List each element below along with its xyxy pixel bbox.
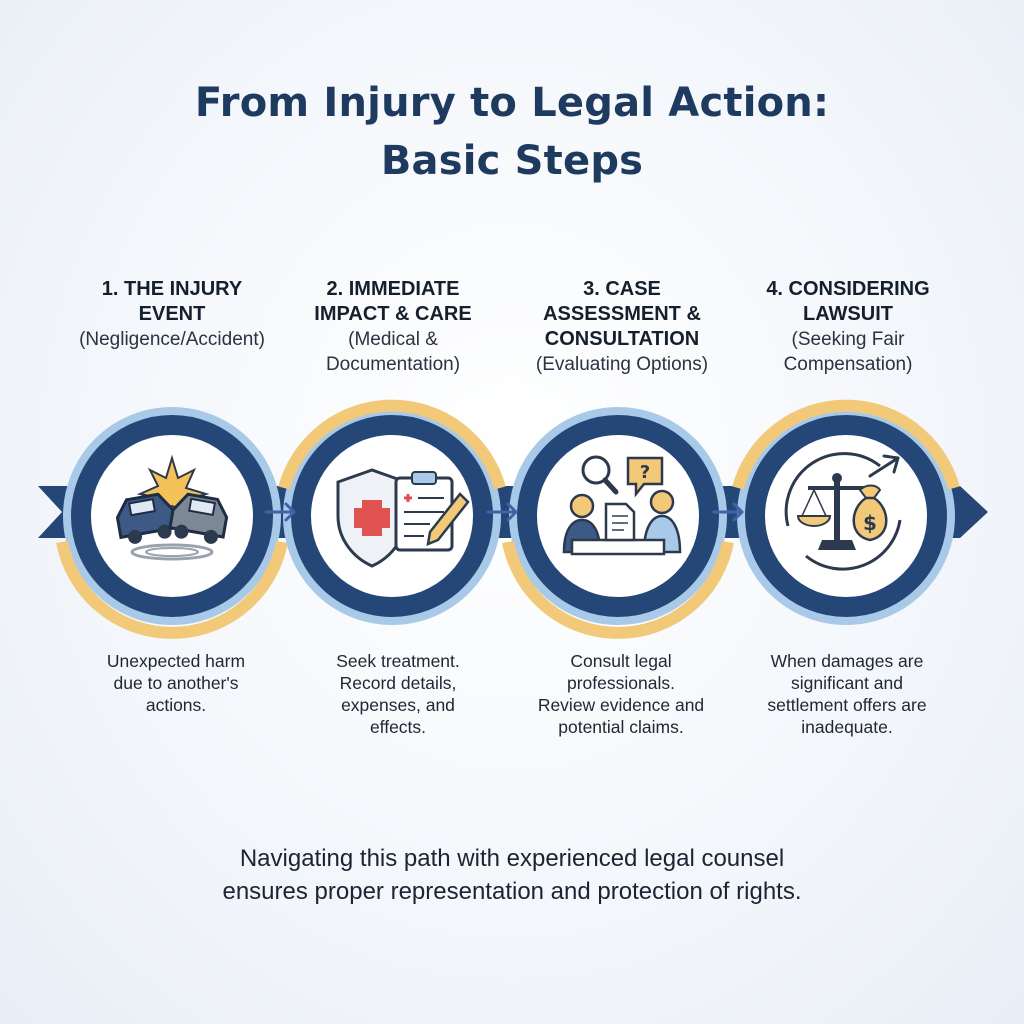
title-line-1: From Injury to Legal Action: — [194, 80, 830, 126]
step-1-description-line-2: due to another's — [113, 673, 239, 693]
step-1-description: Unexpected harm due to another's actions… — [71, 650, 281, 716]
step-3-description-line-2: professionals. — [567, 673, 675, 693]
page-title: From Injury to Legal Action: Basic Steps — [0, 74, 1024, 190]
step-1-subtitle-line-1: (Negligence/Accident) — [79, 329, 265, 350]
step-3-heading: 3. CASE ASSESSMENT & CONSULTATION (Evalu… — [504, 277, 740, 377]
step-4-subtitle-line-1: (Seeking Fair — [791, 329, 905, 350]
step-4-description-line-4: inadequate. — [801, 717, 893, 737]
step-2-description-line-1: Seek treatment. — [336, 651, 460, 671]
medical-shield-clipboard-icon — [336, 468, 470, 568]
step-2-description-line-4: effects. — [369, 717, 427, 737]
step-4-circle — [732, 399, 960, 625]
step-1-title-line-1: 1. THE INJURY — [101, 278, 243, 300]
consultation-meeting-icon: ? — [562, 455, 682, 556]
step-4-heading: 4. CONSIDERING LAWSUIT (Seeking Fair Com… — [730, 277, 966, 377]
step-1-heading: 1. THE INJURY EVENT (Negligence/Accident… — [54, 277, 290, 352]
arrow-icon — [712, 502, 744, 522]
svg-text:$: $ — [863, 511, 877, 535]
step-3-description-line-1: Consult legal — [570, 651, 672, 671]
step-4-subtitle-line-2: Compensation) — [783, 354, 913, 375]
step-1-title-line-2: EVENT — [138, 303, 206, 325]
step-4-description-line-2: significant and — [791, 673, 903, 693]
step-4-description-line-3: settlement offers are — [767, 695, 927, 715]
step-1-circle — [56, 407, 288, 639]
title-line-2: Basic Steps — [380, 138, 644, 184]
arrow-icon — [264, 502, 296, 522]
step-4-description-line-1: When damages are — [770, 651, 924, 671]
svg-text:?: ? — [640, 462, 650, 483]
footer-line-2: ensures proper representation and protec… — [222, 878, 802, 905]
car-collision-icon — [115, 454, 229, 561]
step-3-subtitle-line-1: (Evaluating Options) — [535, 354, 709, 375]
scales-money-bag-icon: $ — [784, 452, 902, 571]
step-2-description-line-3: expenses, and — [341, 695, 455, 715]
step-3-title-line-2: ASSESSMENT & — [543, 303, 701, 325]
step-3-description-line-3: Review evidence and — [537, 695, 705, 715]
step-2-title-line-1: 2. IMMEDIATE — [326, 278, 460, 300]
step-1-description-line-1: Unexpected harm — [106, 651, 246, 671]
footer-note: Navigating this path with experienced le… — [0, 842, 1024, 908]
step-3-title-line-3: CONSULTATION — [544, 328, 700, 350]
step-2-subtitle-line-1: (Medical & — [348, 329, 438, 350]
step-3-description: Consult legal professionals. Review evid… — [516, 650, 726, 738]
step-2-title-line-2: IMPACT & CARE — [314, 303, 472, 325]
arrow-icon — [486, 502, 518, 522]
step-4-title-line-2: LAWSUIT — [803, 303, 893, 325]
step-3-description-line-4: potential claims. — [558, 717, 684, 737]
step-4-title-line-1: 4. CONSIDERING — [766, 278, 930, 300]
step-2-description-line-2: Record details, — [339, 673, 457, 693]
step-3-title-line-1: 3. CASE — [583, 278, 661, 300]
step-4-description: When damages are significant and settlem… — [742, 650, 952, 738]
step-2-subtitle-line-2: Documentation) — [325, 354, 461, 375]
step-1-description-line-3: actions. — [145, 695, 207, 715]
step-2-heading: 2. IMMEDIATE IMPACT & CARE (Medical & Do… — [275, 277, 511, 377]
step-2-description: Seek treatment. Record details, expenses… — [293, 650, 503, 738]
footer-line-1: Navigating this path with experienced le… — [239, 845, 785, 872]
